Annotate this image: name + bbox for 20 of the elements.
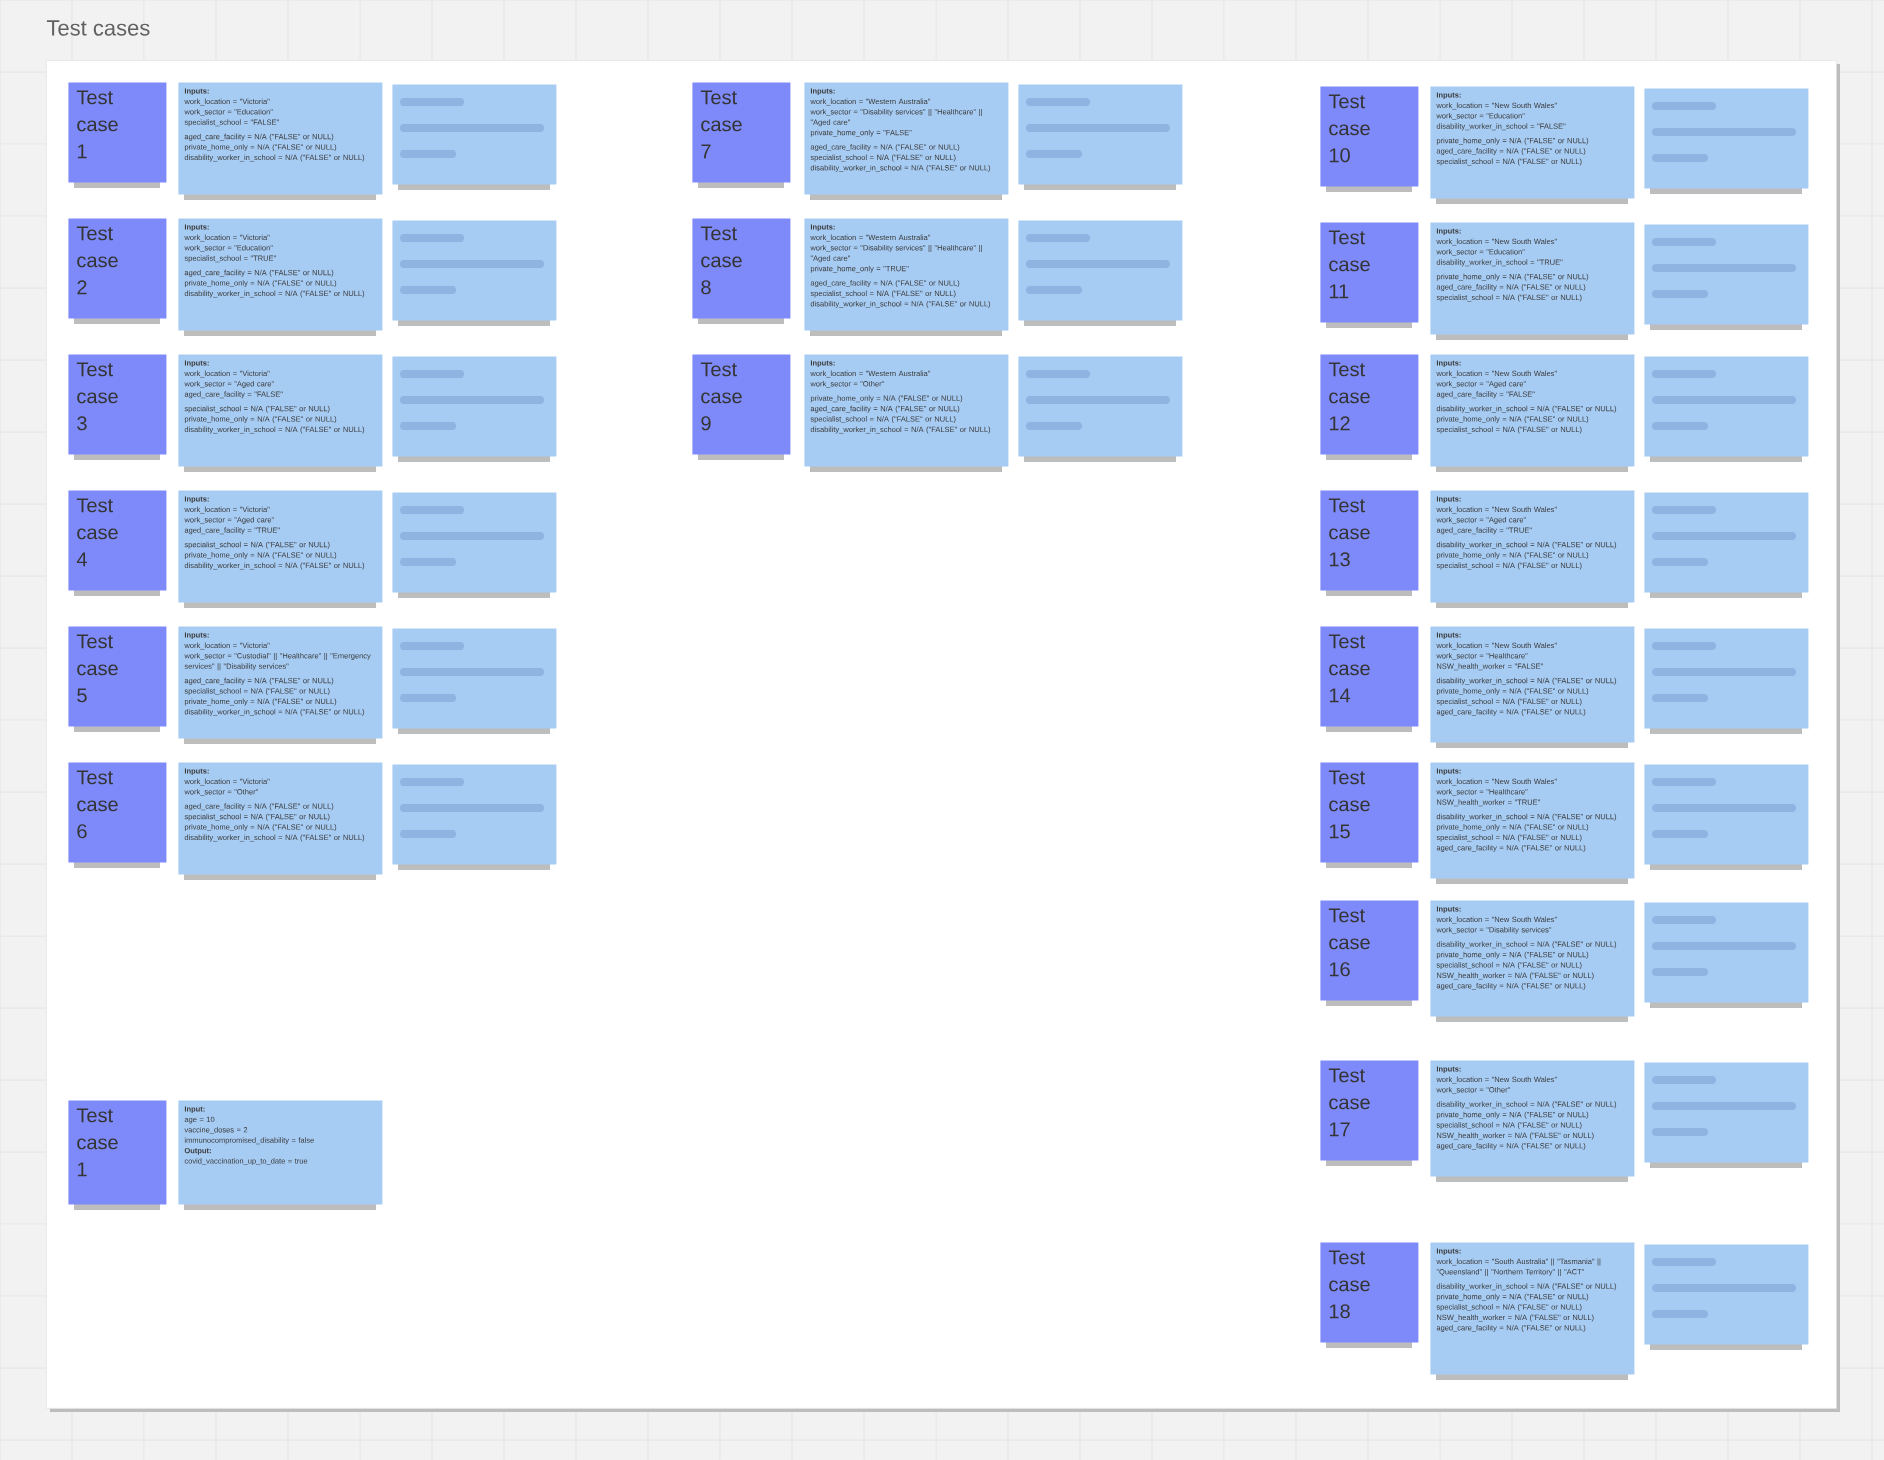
board-title: Test cases <box>46 20 150 36</box>
sticky-note <box>178 218 383 336</box>
sticky-note <box>804 354 1009 472</box>
sticky-note <box>804 218 1009 336</box>
sticky-note <box>178 626 383 744</box>
sticky-note <box>178 1100 383 1210</box>
sticky-note <box>1430 900 1635 1022</box>
sticky-note <box>1430 222 1635 340</box>
sticky-note <box>1430 1060 1635 1182</box>
sticky-note <box>1430 626 1635 748</box>
sticky-note <box>178 82 383 200</box>
sticky-note <box>1430 354 1635 472</box>
sticky-note <box>1430 762 1635 884</box>
sticky-note <box>178 762 383 880</box>
sticky-note <box>1430 1242 1635 1380</box>
sticky-note <box>178 490 383 608</box>
sticky-note <box>178 354 383 472</box>
sticky-note <box>1430 86 1635 204</box>
sticky-note <box>804 82 1009 200</box>
sticky-note <box>1430 490 1635 608</box>
